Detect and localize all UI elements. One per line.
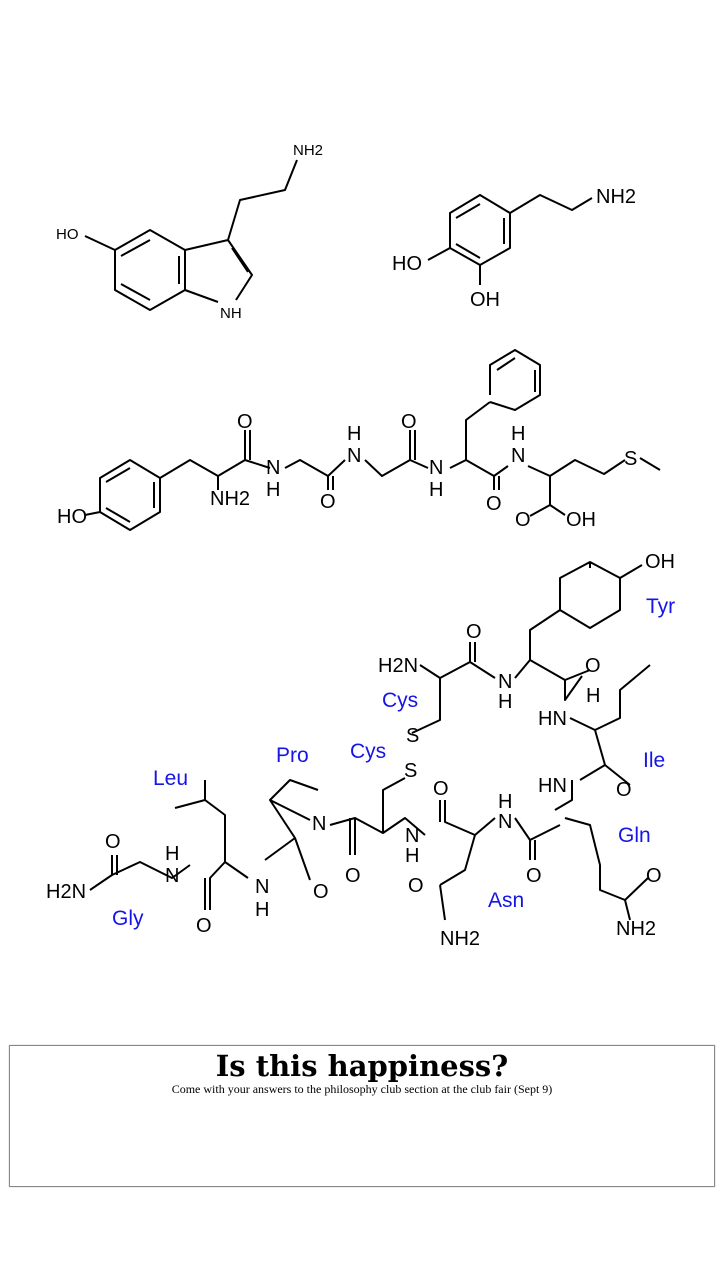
label: O [196, 915, 212, 937]
label-h: H [511, 423, 525, 445]
residue-asn: Asn [488, 889, 524, 912]
label: O [433, 778, 449, 800]
label: O [616, 779, 632, 801]
label: N [498, 671, 512, 693]
label-ho: HO [392, 253, 422, 275]
label-oh: OH [566, 509, 596, 531]
label: H [498, 791, 512, 813]
serotonin-structure: NH2 HO NH [56, 142, 323, 322]
label: S [404, 760, 417, 782]
label-s: S [624, 448, 637, 470]
residue-leu: Leu [153, 767, 188, 790]
oxytocin-atom-labels: H2N O N H O H HN S S OH HN O O H N N N H… [46, 551, 675, 950]
residue-cys: Cys [382, 689, 418, 712]
label: N [255, 876, 269, 898]
label: H [165, 843, 179, 865]
residue-gly: Gly [112, 907, 144, 930]
label: H [405, 845, 419, 867]
residue-cys: Cys [350, 740, 386, 763]
molecule-diagrams: NH2 HO NH NH2 HO OH O N H O H N O N H O … [46, 142, 675, 950]
label-h: H [347, 423, 361, 445]
label-o: O [401, 411, 417, 433]
label-o: O [320, 491, 336, 513]
label-h: H [429, 479, 443, 501]
residue-ile: Ile [643, 749, 665, 772]
label: O [466, 621, 482, 643]
label-n: N [511, 445, 525, 467]
label: O [585, 655, 601, 677]
oxytocin-residue-labels: Cys Cys Pro Leu Tyr Ile Gln Asn Gly [112, 595, 675, 930]
label-oh: OH [470, 289, 500, 311]
label: N [498, 811, 512, 833]
label-nh: NH [220, 305, 242, 322]
label: NH2 [440, 928, 480, 950]
label-nh2: NH2 [596, 186, 636, 208]
label: OH [645, 551, 675, 573]
label: H [586, 685, 600, 707]
label: H2N [46, 881, 86, 903]
label-n: N [266, 457, 280, 479]
label-h: H [266, 479, 280, 501]
label: H [498, 691, 512, 713]
label: O [345, 865, 361, 887]
poster-subtitle: Come with your answers to the philosophy… [171, 1082, 553, 1096]
label-o: O [237, 411, 253, 433]
label: HN [538, 775, 567, 797]
label: H2N [378, 655, 418, 677]
enkephalin-structure: O N H O H N O N H O H N S NH2 HO O OH [57, 349, 661, 531]
label: S [406, 725, 419, 747]
label: O [408, 875, 424, 897]
label: NH2 [616, 918, 656, 940]
residue-pro: Pro [276, 744, 309, 767]
label: H [255, 899, 269, 921]
label-n: N [347, 445, 361, 467]
label-ho: HO [56, 226, 79, 243]
label-nh2: NH2 [293, 142, 323, 159]
residue-tyr: Tyr [646, 595, 675, 618]
label: HN [538, 708, 567, 730]
residue-gln: Gln [618, 824, 651, 847]
label-ho: HO [57, 506, 87, 528]
poster-title: Is this happiness? [215, 1049, 509, 1083]
label: O [105, 831, 121, 853]
dopamine-structure: NH2 HO OH [392, 186, 636, 311]
label-o: O [515, 509, 531, 531]
label-n: N [429, 457, 443, 479]
label: O [646, 865, 662, 887]
label: N [405, 825, 419, 847]
label: N [312, 813, 326, 835]
label: O [526, 865, 542, 887]
label-o: O [486, 493, 502, 515]
label: N [165, 865, 179, 887]
label-nh2: NH2 [210, 488, 250, 510]
oxytocin-structure: H2N O N H O H HN S S OH HN O O H N N N H… [46, 551, 675, 950]
label: O [313, 881, 329, 903]
poster-box: Is this happiness? Come with your answer… [9, 1045, 715, 1187]
